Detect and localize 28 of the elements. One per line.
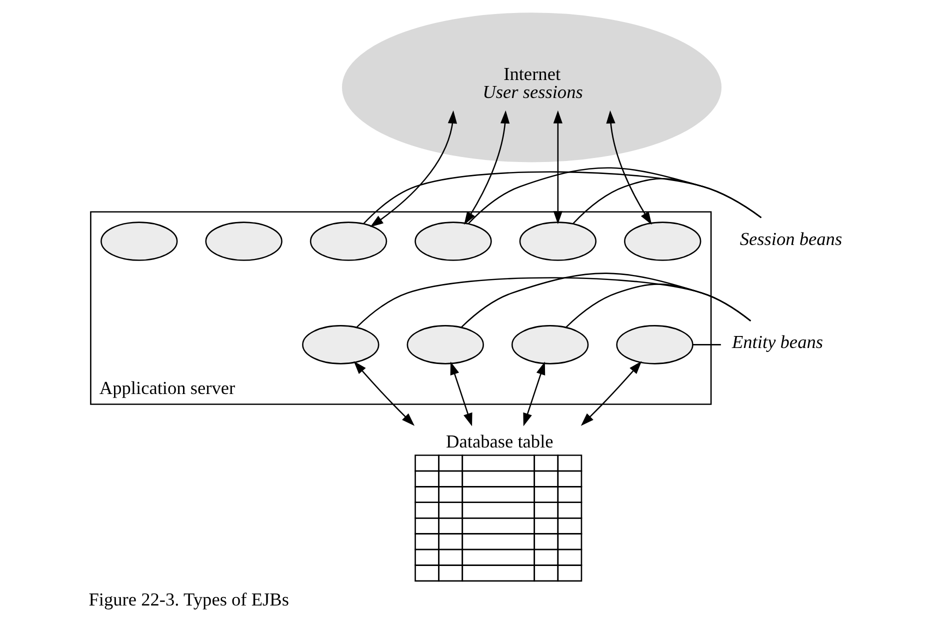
node-ellipse [302,325,379,364]
connector [467,167,762,224]
arrow [370,110,457,227]
arrow [353,361,414,426]
node-ellipse [309,222,387,261]
arrow [552,110,562,224]
connector [565,284,751,328]
arrow [464,110,510,225]
node-ellipse [100,222,178,261]
connector [460,272,751,328]
node-ellipse [616,325,693,364]
arrow [450,362,472,426]
caption: Figure 22-3. Types of EJBs [88,589,289,610]
node-ellipse [204,222,282,261]
node-ellipse: Internet User sessions [341,12,721,162]
arrow [606,110,652,225]
node-ellipse [414,222,492,261]
arrow [522,362,545,426]
node-text: Entity beans [731,332,823,352]
node-ellipse [510,325,588,364]
node-text: Session beans [739,228,842,249]
connector [356,277,751,328]
node-ellipse [406,325,484,364]
node-label: Database table [446,432,553,452]
node-ellipse [624,222,701,261]
arrow [580,361,642,426]
connector [692,344,720,346]
node-ellipse [518,222,596,261]
